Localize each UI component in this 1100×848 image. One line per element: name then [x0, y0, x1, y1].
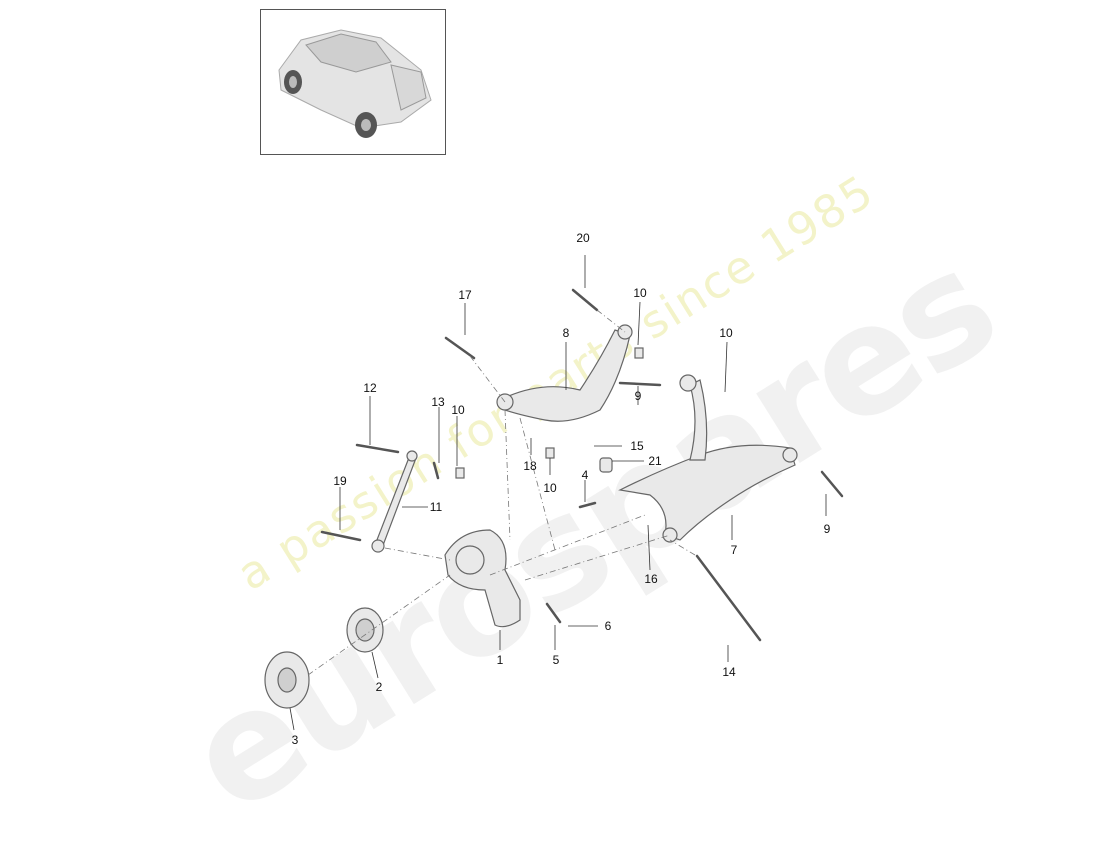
- callout-1: 1: [496, 653, 504, 667]
- callout-18: 18: [523, 459, 537, 473]
- exploded-view: [264, 255, 844, 731]
- callout-3: 3: [291, 733, 299, 747]
- callout-10: 10: [719, 326, 733, 340]
- callout-10: 10: [543, 481, 557, 495]
- callout-4: 4: [581, 468, 589, 482]
- callout-9: 9: [634, 389, 642, 403]
- callout-21: 21: [648, 454, 662, 468]
- callout-12: 12: [363, 381, 377, 395]
- callout-8: 8: [562, 326, 570, 340]
- callout-20: 20: [576, 231, 590, 245]
- callout-19: 19: [333, 474, 347, 488]
- vehicle-thumbnail: [260, 9, 446, 155]
- callout-15: 15: [630, 439, 644, 453]
- callout-17: 17: [458, 288, 472, 302]
- callout-10: 10: [451, 403, 465, 417]
- callout-9: 9: [823, 522, 831, 536]
- callout-11: 11: [429, 500, 443, 514]
- car-suv-icon: [278, 29, 432, 138]
- callout-14: 14: [722, 665, 736, 679]
- callout-2: 2: [375, 680, 383, 694]
- parts-diagram: eurospares a passion for parts since 198…: [160, 9, 1023, 848]
- toe-link: [374, 454, 417, 549]
- callout-6: 6: [604, 619, 612, 633]
- callout-10: 10: [633, 286, 647, 300]
- callout-5: 5: [552, 653, 560, 667]
- lower-wishbone-arm: [689, 379, 708, 461]
- upper-control-arm: [499, 329, 631, 422]
- wheel-carrier: [444, 529, 521, 628]
- callout-16: 16: [644, 572, 658, 586]
- callout-13: 13: [431, 395, 445, 409]
- callout-7: 7: [730, 543, 738, 557]
